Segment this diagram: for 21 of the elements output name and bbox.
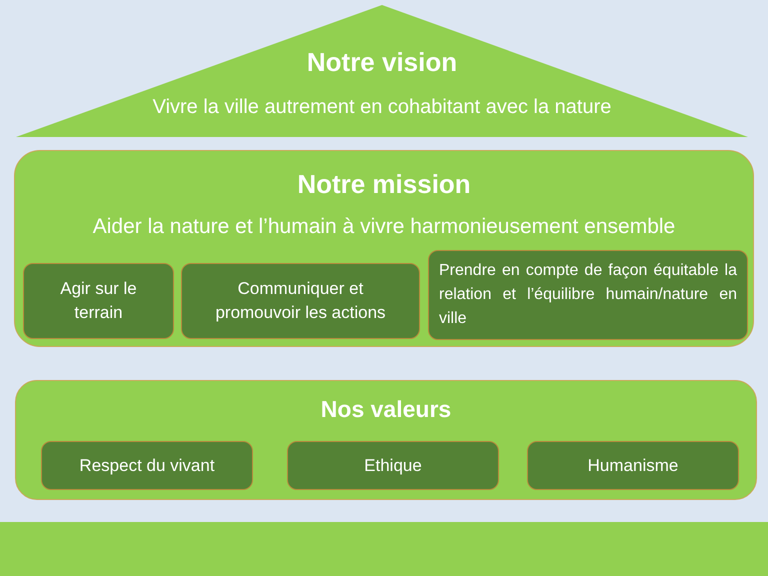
vision-statement: Vivre la ville autrement en cohabitant avec la nature xyxy=(152,95,612,120)
mission-heading: Notre mission xyxy=(297,168,471,201)
mission-panel xyxy=(14,150,754,347)
roof-triangle xyxy=(16,5,748,137)
card-label: Communiquer et promouvoir les actions xyxy=(214,278,387,324)
action-card xyxy=(181,263,420,339)
value-card xyxy=(287,441,499,490)
mission-statement: Aider la nature et l’humain à vivre harmonieusement ensemble xyxy=(92,214,676,240)
card-label: Agir sur le terrain xyxy=(59,278,138,324)
value-card xyxy=(41,441,253,490)
card-label: Prendre en compte de façon équitable la relation et l’équilibre humain/nature en ville xyxy=(439,261,737,329)
card-label: Humanisme xyxy=(588,454,678,476)
card-label: Respect du vivant xyxy=(79,454,215,476)
vision-heading: Notre vision xyxy=(306,46,458,79)
values-panel xyxy=(15,380,757,500)
footer-band xyxy=(0,522,768,576)
value-card xyxy=(527,441,739,490)
action-card xyxy=(428,250,748,340)
values-heading: Nos valeurs xyxy=(320,395,452,424)
action-card xyxy=(23,263,174,339)
card-label: Ethique xyxy=(364,454,422,476)
